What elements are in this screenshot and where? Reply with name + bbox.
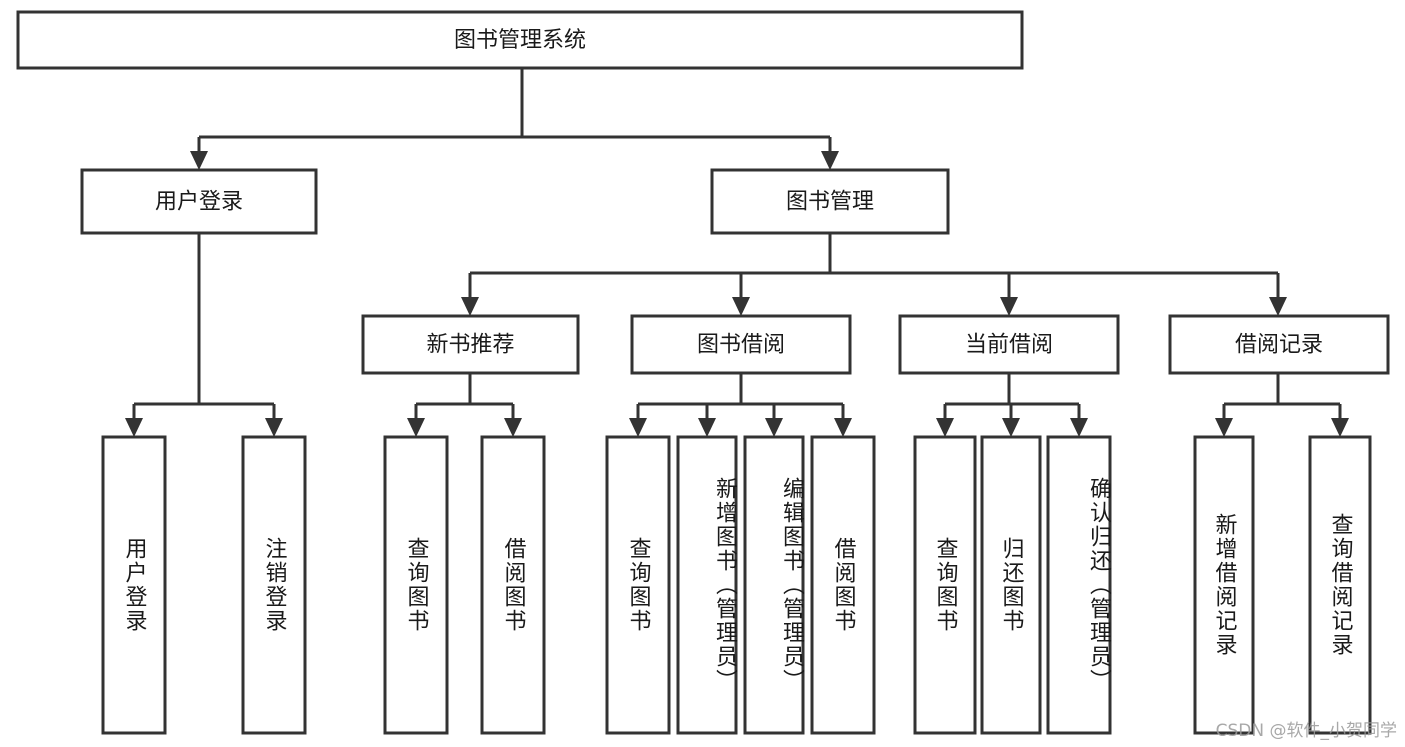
node-label-new-book-recommend: 新书推荐 bbox=[426, 333, 514, 358]
node-box-leaf-borrow-book[interactable] bbox=[810, 435, 876, 735]
node-label-borrow-record: 借阅记录 bbox=[1235, 333, 1323, 358]
arrow-to-book-borrow bbox=[732, 297, 750, 316]
node-box-leaf-confirm-return[interactable] bbox=[1046, 435, 1112, 735]
arrow-to-leaf-return-book bbox=[1002, 418, 1020, 437]
arrow-to-leaf-query-book-rec bbox=[407, 418, 425, 437]
arrow-to-leaf-add-borrow-record bbox=[1215, 418, 1233, 437]
node-box-leaf-add-book[interactable] bbox=[676, 435, 738, 735]
node-label-book-manage: 图书管理 bbox=[786, 190, 874, 215]
node-box-new-book-recommend[interactable] bbox=[361, 314, 580, 375]
node-box-leaf-borrow-book-rec[interactable] bbox=[480, 435, 546, 735]
node-box-leaf-edit-book[interactable] bbox=[743, 435, 805, 735]
node-box-layer bbox=[16, 10, 1390, 735]
node-box-leaf-query-borrow-record[interactable] bbox=[1308, 435, 1372, 735]
node-box-leaf-query-book-borrow[interactable] bbox=[605, 435, 671, 735]
node-label-current-borrow: 当前借阅 bbox=[965, 333, 1053, 358]
node-box-leaf-logout[interactable] bbox=[241, 435, 307, 735]
arrow-to-leaf-query-book-borrow bbox=[629, 418, 647, 437]
arrow-to-book-manage bbox=[821, 151, 839, 170]
node-box-leaf-query-book-cur[interactable] bbox=[913, 435, 977, 735]
arrow-to-leaf-confirm-return bbox=[1070, 418, 1088, 437]
arrow-to-user-login bbox=[190, 151, 208, 170]
arrow-to-leaf-query-book-cur bbox=[936, 418, 954, 437]
arrow-to-leaf-add-book bbox=[698, 418, 716, 437]
node-box-borrow-record[interactable] bbox=[1168, 314, 1390, 375]
arrow-to-new-book-recommend bbox=[461, 297, 479, 316]
arrow-to-leaf-edit-book bbox=[765, 418, 783, 437]
node-box-book-borrow[interactable] bbox=[630, 314, 852, 375]
arrow-to-leaf-borrow-book bbox=[834, 418, 852, 437]
arrow-to-leaf-query-borrow-record bbox=[1331, 418, 1349, 437]
node-label-user-login: 用户登录 bbox=[155, 190, 243, 215]
node-box-leaf-return-book[interactable] bbox=[980, 435, 1042, 735]
node-label-book-borrow: 图书借阅 bbox=[697, 333, 785, 358]
arrow-to-leaf-user-login bbox=[125, 418, 143, 437]
node-box-user-login[interactable] bbox=[80, 168, 318, 235]
connector-layer bbox=[125, 68, 1349, 437]
node-box-root[interactable] bbox=[16, 10, 1024, 70]
node-label-root: 图书管理系统 bbox=[454, 28, 586, 53]
arrow-to-leaf-logout bbox=[265, 418, 283, 437]
node-box-current-borrow[interactable] bbox=[898, 314, 1120, 375]
arrow-to-borrow-record bbox=[1269, 297, 1287, 316]
node-box-book-manage[interactable] bbox=[710, 168, 950, 235]
node-box-leaf-query-book-rec[interactable] bbox=[383, 435, 449, 735]
node-box-leaf-add-borrow-record[interactable] bbox=[1193, 435, 1255, 735]
node-box-leaf-user-login[interactable] bbox=[101, 435, 167, 735]
watermark: CSDN @软件_小贺同学 bbox=[1215, 721, 1397, 741]
arrow-to-current-borrow bbox=[1000, 297, 1018, 316]
arrow-to-leaf-borrow-book-rec bbox=[504, 418, 522, 437]
